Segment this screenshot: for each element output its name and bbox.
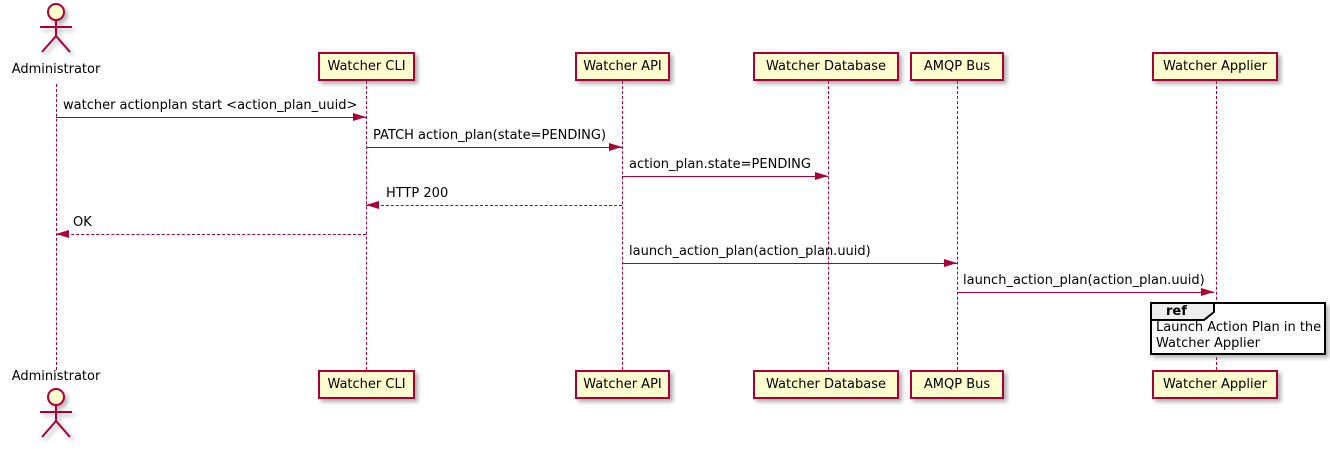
message-7-line [957, 292, 1214, 293]
participant-watcher-cli-bottom: Watcher CLI [318, 370, 415, 399]
message-7-arrowhead-icon [1201, 288, 1214, 296]
actor-label-administrator-top: Administrator [11, 62, 101, 77]
message-2-line [366, 147, 622, 148]
lifeline-amqp-bus [957, 81, 958, 370]
participant-watcher-cli-top: Watcher CLI [318, 52, 415, 81]
message-5-line [56, 234, 366, 235]
lifeline-watcher-api [622, 81, 623, 370]
message-5-arrowhead-icon [56, 230, 69, 238]
participant-watcher-applier-bottom: Watcher Applier [1152, 370, 1278, 399]
participant-amqp-bus-bottom: AMQP Bus [910, 370, 1004, 399]
actor-label-administrator-bottom: Administrator [11, 369, 101, 384]
ref-fragment: ref Launch Action Plan in the Watcher Ap… [1150, 302, 1326, 355]
participant-label: Watcher CLI [327, 377, 406, 392]
participant-label: Watcher API [583, 377, 662, 392]
participant-label: Watcher Applier [1163, 59, 1267, 74]
lifeline-administrator [56, 84, 57, 370]
actor-icon-administrator-top [40, 3, 72, 53]
participant-watcher-database-bottom: Watcher Database [753, 370, 899, 399]
lifeline-watcher-applier [1216, 81, 1217, 370]
actor-icon-administrator-bottom [40, 388, 72, 438]
participant-label: Watcher CLI [327, 59, 406, 74]
message-5-label: OK [73, 215, 92, 230]
participant-label: Watcher API [583, 59, 662, 74]
participant-watcher-applier-top: Watcher Applier [1152, 52, 1278, 81]
participant-label: Watcher Database [766, 377, 886, 392]
message-4-line [366, 205, 622, 206]
participant-watcher-api-bottom: Watcher API [575, 370, 670, 399]
message-2-arrowhead-icon [609, 143, 622, 151]
ref-text-line-1: Launch Action Plan in the [1156, 320, 1322, 335]
lifeline-watcher-database [828, 81, 829, 370]
participant-watcher-api-top: Watcher API [575, 52, 670, 81]
ref-text-line-2: Watcher Applier [1156, 336, 1260, 351]
message-3-label: action_plan.state=PENDING [629, 157, 811, 172]
message-1-line [56, 117, 366, 118]
participant-watcher-database-top: Watcher Database [753, 52, 899, 81]
ref-keyword: ref [1166, 304, 1187, 319]
message-1-label: watcher actionplan start <action_plan_uu… [63, 98, 358, 113]
message-6-line [622, 263, 957, 264]
message-3-arrowhead-icon [815, 172, 828, 180]
message-7-label: launch_action_plan(action_plan.uuid) [963, 273, 1205, 288]
participant-label: Watcher Database [766, 59, 886, 74]
message-6-label: launch_action_plan(action_plan.uuid) [629, 244, 871, 259]
ref-tab-icon [1150, 302, 1215, 321]
participant-label: AMQP Bus [923, 59, 991, 74]
participant-label: Watcher Applier [1163, 377, 1267, 392]
message-6-arrowhead-icon [944, 259, 957, 267]
message-4-label: HTTP 200 [386, 186, 449, 201]
message-2-label: PATCH action_plan(state=PENDING) [373, 128, 607, 143]
lifeline-watcher-cli [366, 81, 367, 370]
message-4-arrowhead-icon [366, 201, 379, 209]
participant-amqp-bus-top: AMQP Bus [910, 52, 1004, 81]
message-1-arrowhead-icon [353, 113, 366, 121]
participant-label: AMQP Bus [923, 377, 991, 392]
message-3-line [622, 176, 828, 177]
